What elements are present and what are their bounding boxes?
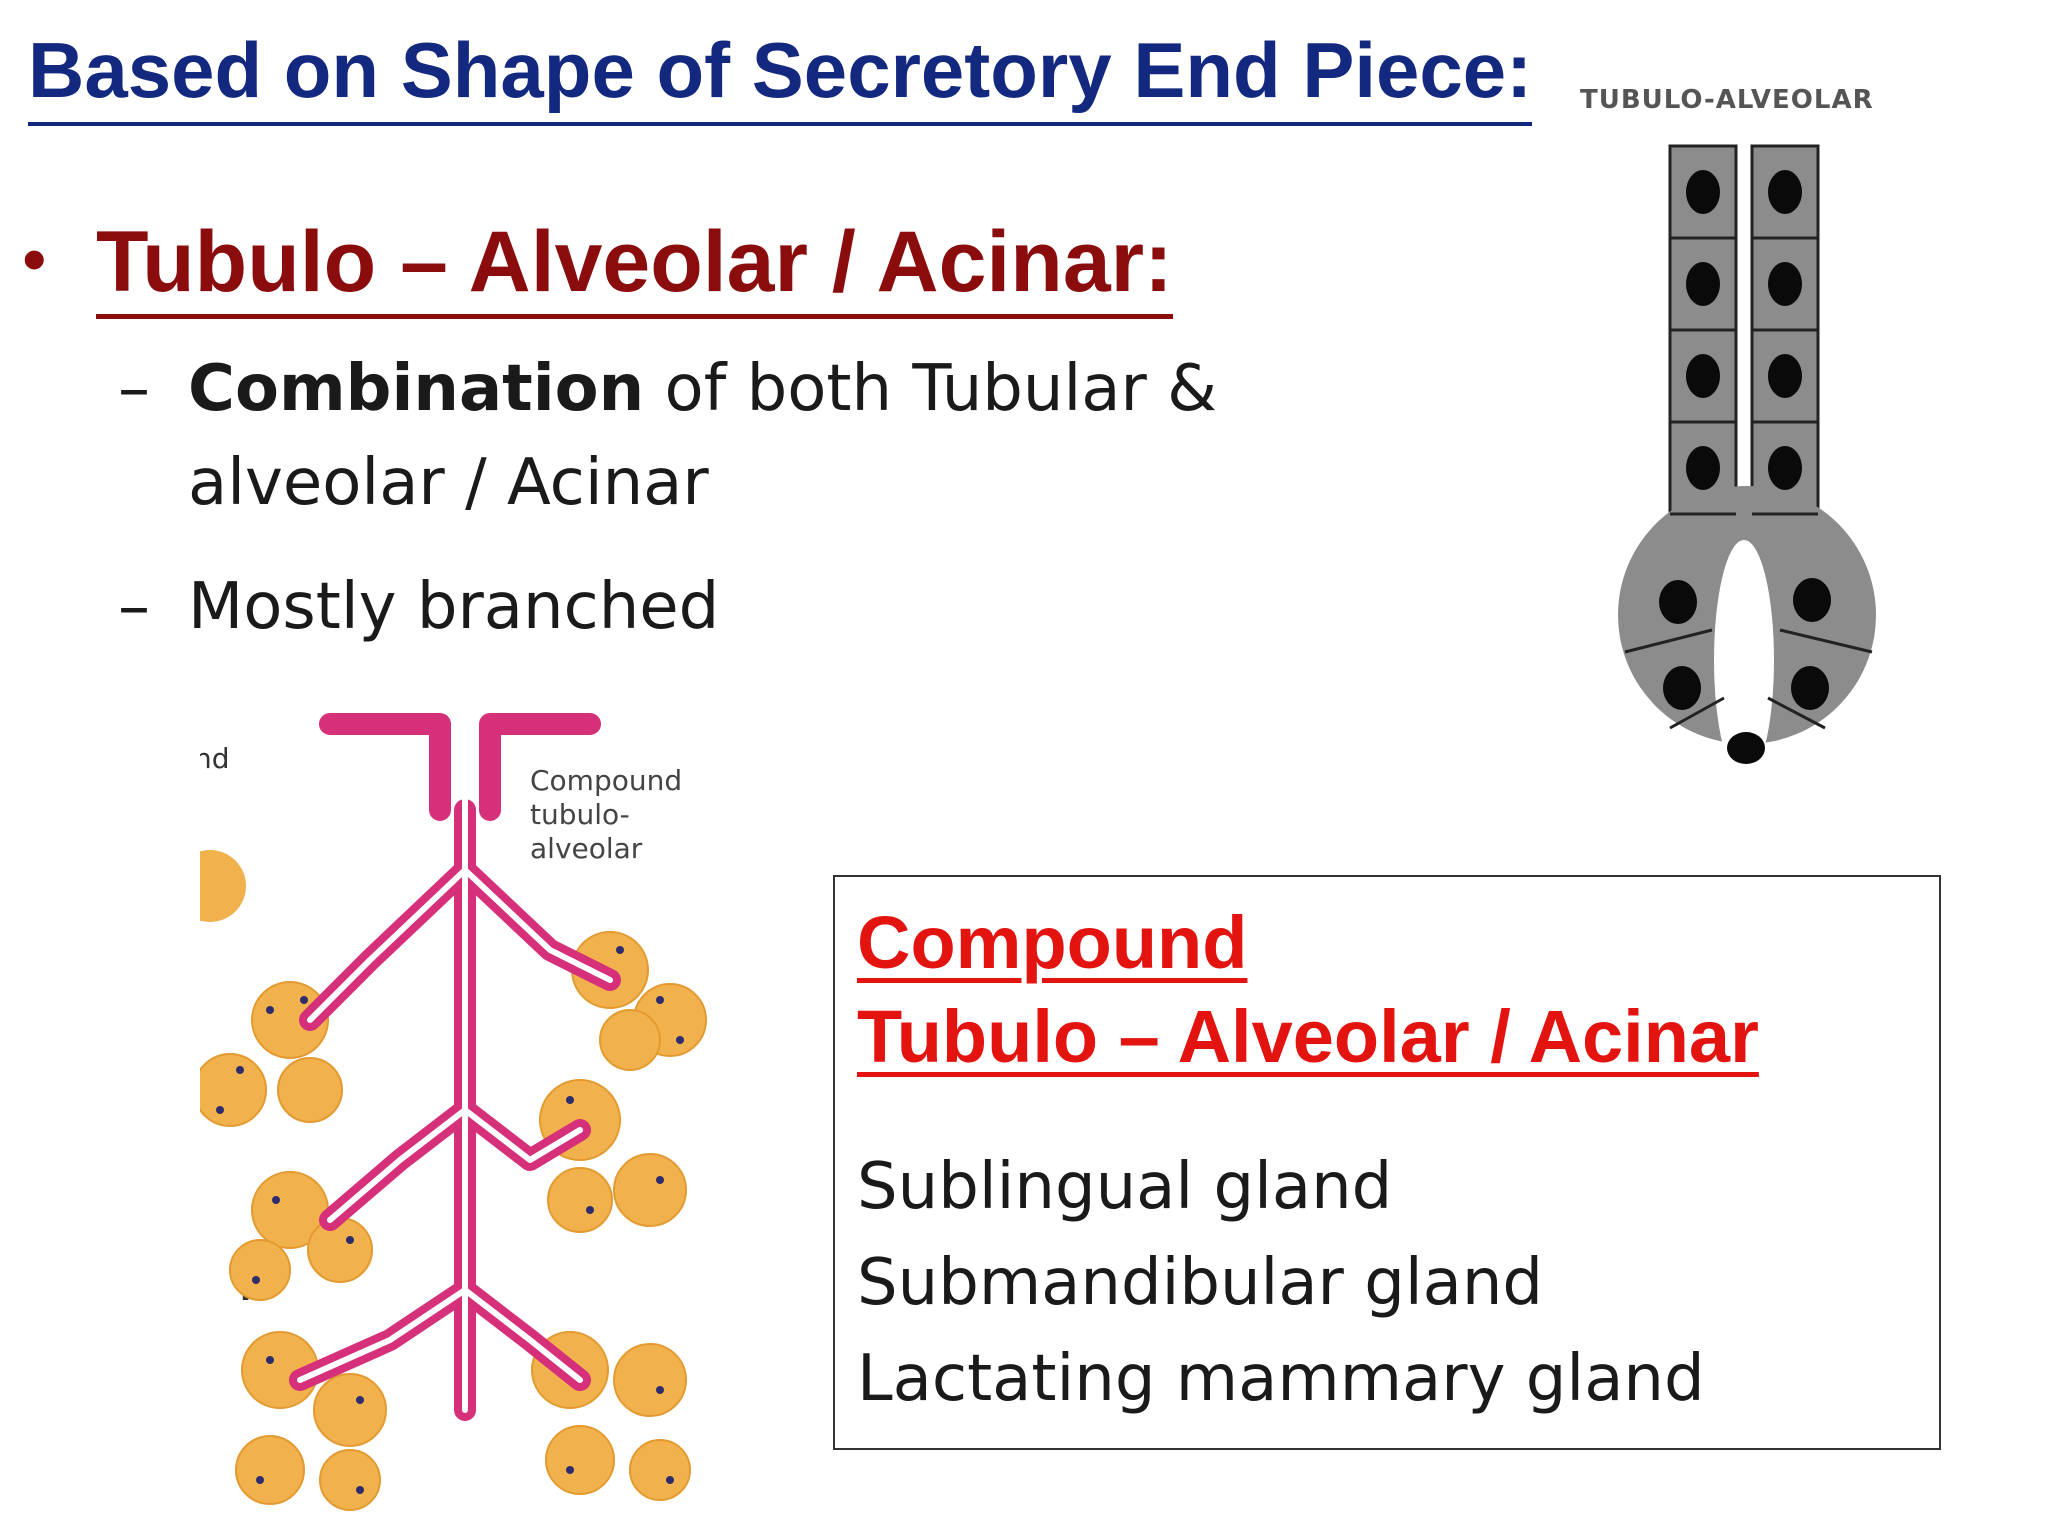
example-item: Submandibular gland (857, 1246, 1543, 1320)
dash-marker-1: – (118, 352, 150, 426)
duct-lumen (297, 727, 613, 1413)
acini (200, 931, 707, 1511)
sub-point-1-lead: Combination (188, 352, 645, 426)
acinus-nuclei (216, 946, 684, 1494)
tubulo-alveolar-label: TUBULO-ALVEOLAR (1580, 85, 1874, 115)
cell-borders (1624, 236, 1873, 730)
gland-lumen (1714, 540, 1774, 780)
compound-label-line-1: Compound (530, 764, 682, 797)
box-heading-line-1: Compound (857, 901, 1248, 984)
tubulo-alveolar-diagram: TUBULO-ALVEOLAR (1580, 85, 1876, 780)
box-heading-line-2: Tubulo – Alveolar / Acinar (857, 995, 1759, 1078)
compound-tubulo-alveolar-diagram: nd Compound tubulo- alveolar K (200, 713, 707, 1511)
example-box: Compound Tubulo – Alveolar / Acinar Subl… (833, 875, 1941, 1450)
example-item: Sublingual gland (857, 1150, 1393, 1224)
compound-label-line-3: alveolar (530, 832, 643, 865)
bullet-marker: • (22, 220, 47, 298)
sub-point-1-rest: of both Tubular & (644, 352, 1218, 426)
partial-acinus (200, 850, 246, 922)
page-title: Based on Shape of Secretory End Piece: (28, 20, 1533, 126)
compound-label-line-2: tubulo- (530, 798, 630, 831)
partial-label: nd (200, 742, 230, 775)
sub-point-1-continuation: alveolar / Acinar (188, 446, 709, 520)
sub-point-2: Mostly branched (188, 570, 720, 644)
example-item: Lactating mammary gland (857, 1342, 1705, 1416)
bullet-heading: Tubulo – Alveolar / Acinar: (96, 212, 1173, 319)
sub-point-1: Combination of both Tubular & (188, 342, 1217, 436)
nuclei (1659, 170, 1831, 764)
dash-marker-2: – (118, 570, 150, 644)
